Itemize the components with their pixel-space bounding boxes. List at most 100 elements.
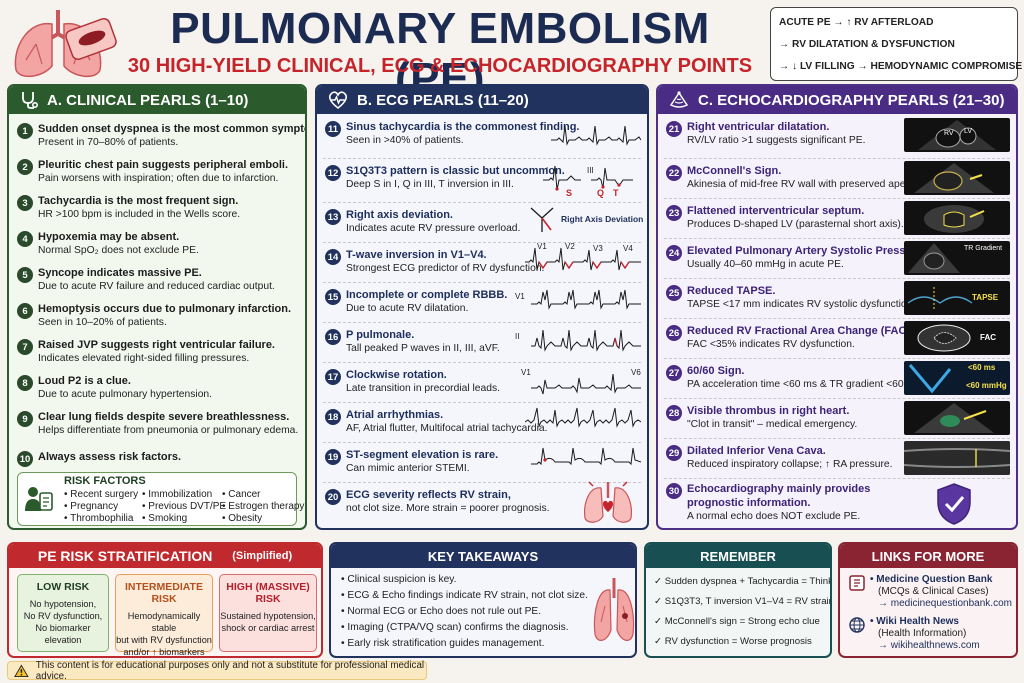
risk-line: Hemodynamically stable (127, 611, 201, 633)
risk-factor: • Obesity (222, 513, 263, 524)
pearl-number: 13 (325, 209, 341, 225)
lead-label: V3 (593, 244, 603, 253)
link-url[interactable]: → medicinequestionbank.com (878, 598, 1012, 609)
pearl-number: 20 (325, 489, 341, 505)
lead-label: V6 (631, 368, 641, 377)
link-medicine-question-bank[interactable]: • Medicine Question Bank (870, 574, 993, 585)
divider (664, 318, 1010, 319)
divider (664, 238, 1010, 239)
ecg-trace-clockwise (531, 373, 641, 395)
pearl-desc: RV/LV ratio >1 suggests significant PE. (687, 135, 866, 146)
pearl-title: Raised JVP suggests right ventricular fa… (38, 339, 275, 351)
pearl-desc: Late transition in precordial leads. (346, 383, 500, 394)
pearl-desc: Produces D-shaped LV (parasternal short … (687, 219, 904, 230)
lead-label: V1 (521, 368, 531, 377)
risk-factor: • Previous DVT/PE (142, 501, 227, 512)
pearl-number: 3 (17, 195, 33, 211)
takeaway-item: • Imaging (CTPA/VQ scan) confirms the di… (341, 622, 569, 633)
pearl-title: Tachycardia is the most frequent sign. (38, 195, 239, 207)
risk-factors-box: RISK FACTORS • Recent surgery • Immobili… (17, 472, 304, 526)
heart-lungs-icon (584, 481, 632, 523)
pearl-title: Elevated Pulmonary Artery Systolic Press… (687, 245, 926, 257)
pearl-title: Hemoptysis occurs due to pulmonary infar… (38, 303, 292, 315)
pearl-number: 27 (666, 365, 682, 381)
link-wiki-health-news[interactable]: • Wiki Health News (870, 616, 959, 627)
ultrasound-icon (669, 91, 689, 108)
pearl-desc: AF, Atrial flutter, Multifocal atrial ta… (346, 423, 548, 434)
pearl-title: T-wave inversion in V1–V4. (346, 249, 487, 261)
divider (664, 478, 1010, 479)
divider (664, 198, 1010, 199)
ecg-trace-s1q3t3 (543, 165, 633, 191)
pearl-desc: Normal SpO₂ does not exclude PE. (38, 245, 199, 256)
pearl-title: Reduced TAPSE. (687, 285, 776, 297)
takeaway-item: • ECG & Echo findings indicate RV strain… (341, 590, 588, 601)
pearl-title: Dilated Inferior Vena Cava. (687, 445, 826, 457)
divider (323, 282, 641, 283)
pearl-number: 24 (666, 245, 682, 261)
risk-factor: • Recent surgery (64, 489, 139, 500)
pearl-desc: Akinesia of mid-free RV wall with preser… (687, 179, 914, 190)
risk-line: No RV dysfunction, (23, 611, 103, 621)
pearl-desc: Usually 40–60 mmHg in acute PE. (687, 259, 844, 270)
pearl-desc: Tall peaked P waves in II, III, aVF. (346, 343, 500, 354)
pearl-title: Sinus tachycardia is the commonest findi… (346, 121, 580, 133)
echo-pearl-24: 24 Elevated Pulmonary Artery Systolic Pre… (666, 244, 926, 272)
pearl-title: Pleuritic chest pain suggests peripheral… (38, 159, 289, 171)
pearl-number: 10 (17, 451, 33, 467)
pearl-desc: Present in 70–80% of patients. (38, 137, 179, 148)
pearl-title: ST-segment elevation is rare. (346, 449, 499, 461)
risk-line: No hypotension, (29, 599, 97, 609)
page-title: PULMONARY EMBOLISM (PE) (170, 4, 710, 103)
tr-gradient-value-label: <60 mmHg (966, 381, 1007, 390)
pearl-title: Echocardiography mainly provides (687, 483, 871, 495)
pearl-number: 8 (17, 375, 33, 391)
echo-image-fac: FAC (904, 321, 1010, 355)
remember-item: ✓ RV dysfunction = Worse prognosis (654, 636, 812, 647)
lead-label: I (546, 166, 549, 175)
ecg-trace-tachycardia (551, 125, 641, 146)
pearl-number: 5 (17, 267, 33, 283)
heart-pulse-icon (328, 91, 348, 110)
divider (664, 438, 1010, 439)
ecg-trace-p-pulmonale (531, 329, 641, 352)
ecg-pearls-header: B. ECG PEARLS (11–20) (317, 86, 647, 114)
pearl-desc: Indicates acute RV pressure overload. (346, 223, 521, 234)
key-takeaways-panel: KEY TAKEAWAYS • Clinical suspicion is ke… (329, 542, 637, 658)
s-wave-label: S (566, 188, 573, 198)
pearl-title: Visible thrombus in right heart. (687, 405, 850, 417)
pearl-desc: Pain worsens with inspiration; often due… (38, 173, 279, 184)
link-url[interactable]: → wikihealthnews.com (878, 640, 980, 651)
pearl-title: Clockwise rotation. (346, 369, 447, 381)
clinical-pearl-2: 2 Pleuritic chest pain suggests periphera… (17, 158, 288, 186)
pearl-desc: PA acceleration time <60 ms & TR gradien… (687, 379, 940, 390)
divider (323, 482, 641, 483)
lead-label: V2 (565, 242, 575, 251)
high-risk-title: HIGH (MASSIVE) RISK (226, 581, 310, 605)
pearl-number: 2 (17, 159, 33, 175)
divider (323, 442, 641, 443)
risk-line: but with RV dysfunction (116, 635, 212, 645)
risk-factor: • Immobilization (142, 489, 213, 500)
stethoscope-icon (22, 92, 39, 109)
echo-image-tr-gradient: TR Gradient (904, 241, 1010, 275)
lungs-icon (593, 578, 635, 641)
echo-image-60-60-sign: <60 ms <60 mmHg (904, 361, 1010, 395)
links-panel: LINKS FOR MORE • Medicine Question Bank … (838, 542, 1018, 658)
book-icon (849, 575, 865, 591)
pearl-desc: Strongest ECG predictor of RV dysfunctio… (346, 263, 545, 274)
